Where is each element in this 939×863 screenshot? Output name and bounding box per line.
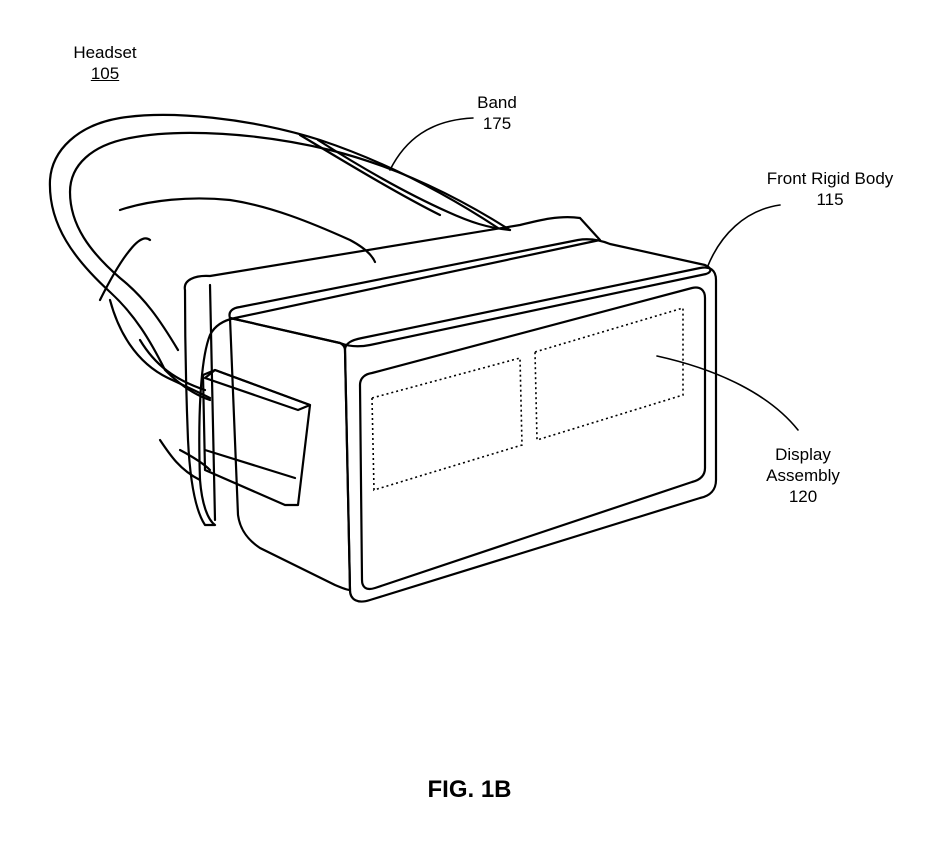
band-strap-edge-2 [158, 438, 202, 482]
band-leader-line [389, 117, 474, 171]
display-left-eye [371, 356, 523, 492]
rear-housing-inner [208, 283, 217, 522]
front-panel-inner [358, 286, 707, 591]
front-body-front-face [343, 266, 718, 603]
buckle [201, 368, 312, 507]
band-lower-wrap-inner [138, 338, 207, 392]
front-rigid-body-label: Front Rigid Body 115 [750, 168, 910, 210]
display-assembly-line1: Display [775, 445, 831, 464]
band-outer-edge [48, 113, 500, 402]
buckle-face [203, 368, 312, 412]
figure-caption: FIG. 1B [427, 776, 512, 803]
band-lower-wrap [108, 298, 212, 400]
band-label: Band 175 [462, 92, 532, 134]
front-body-left-side [228, 316, 352, 592]
headset-name: Headset [73, 43, 137, 62]
band-top-strip [316, 138, 512, 232]
band-inner-edge [68, 131, 512, 352]
headset-label: Headset 105 [60, 42, 150, 84]
display-assembly-line2: Assembly [766, 466, 840, 485]
front-rigid-body-name: Front Rigid Body [766, 169, 894, 188]
rear-housing [183, 216, 602, 527]
band-top-strip-inner [298, 133, 442, 217]
band-name: Band [477, 93, 517, 112]
display-assembly-label: Display Assembly 120 [758, 444, 848, 507]
display-right-eye [534, 306, 684, 442]
display-assembly-ref: 120 [788, 487, 818, 506]
band-ref: 175 [482, 114, 512, 133]
headset-ref: 105 [90, 64, 120, 83]
band-far-side [118, 197, 377, 264]
front-rigid-body-leader-line [706, 204, 781, 269]
front-rigid-body-ref: 115 [816, 190, 844, 209]
buckle-seam [203, 448, 297, 480]
display-assembly-leader-line [656, 355, 799, 431]
front-body-top [228, 238, 712, 348]
band-far-side-lower [98, 237, 152, 302]
